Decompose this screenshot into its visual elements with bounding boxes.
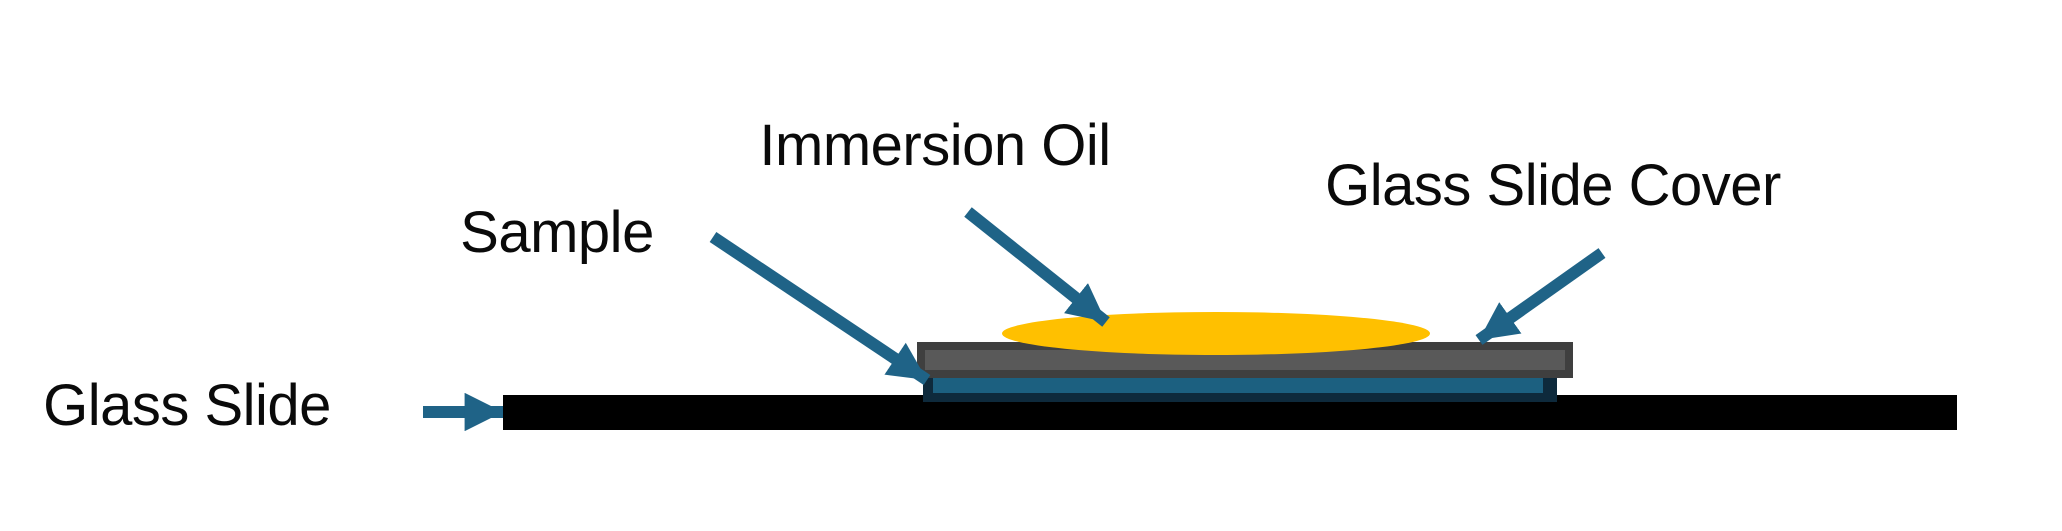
- sample-arrow: [709, 232, 931, 385]
- glass-slide-cover-arrow: [1475, 248, 1606, 345]
- immersion-oil-arrow: [964, 207, 1110, 327]
- immersion-oil-label: Immersion Oil: [759, 113, 1111, 178]
- immersion-oil-drop-shape: [1002, 312, 1430, 355]
- sample-layer-shape: [923, 374, 1557, 402]
- glass-slide-cover-label: Glass Slide Cover: [1325, 153, 1781, 218]
- glass-slide-label: Glass Slide: [43, 373, 331, 438]
- sample-label: Sample: [460, 200, 654, 265]
